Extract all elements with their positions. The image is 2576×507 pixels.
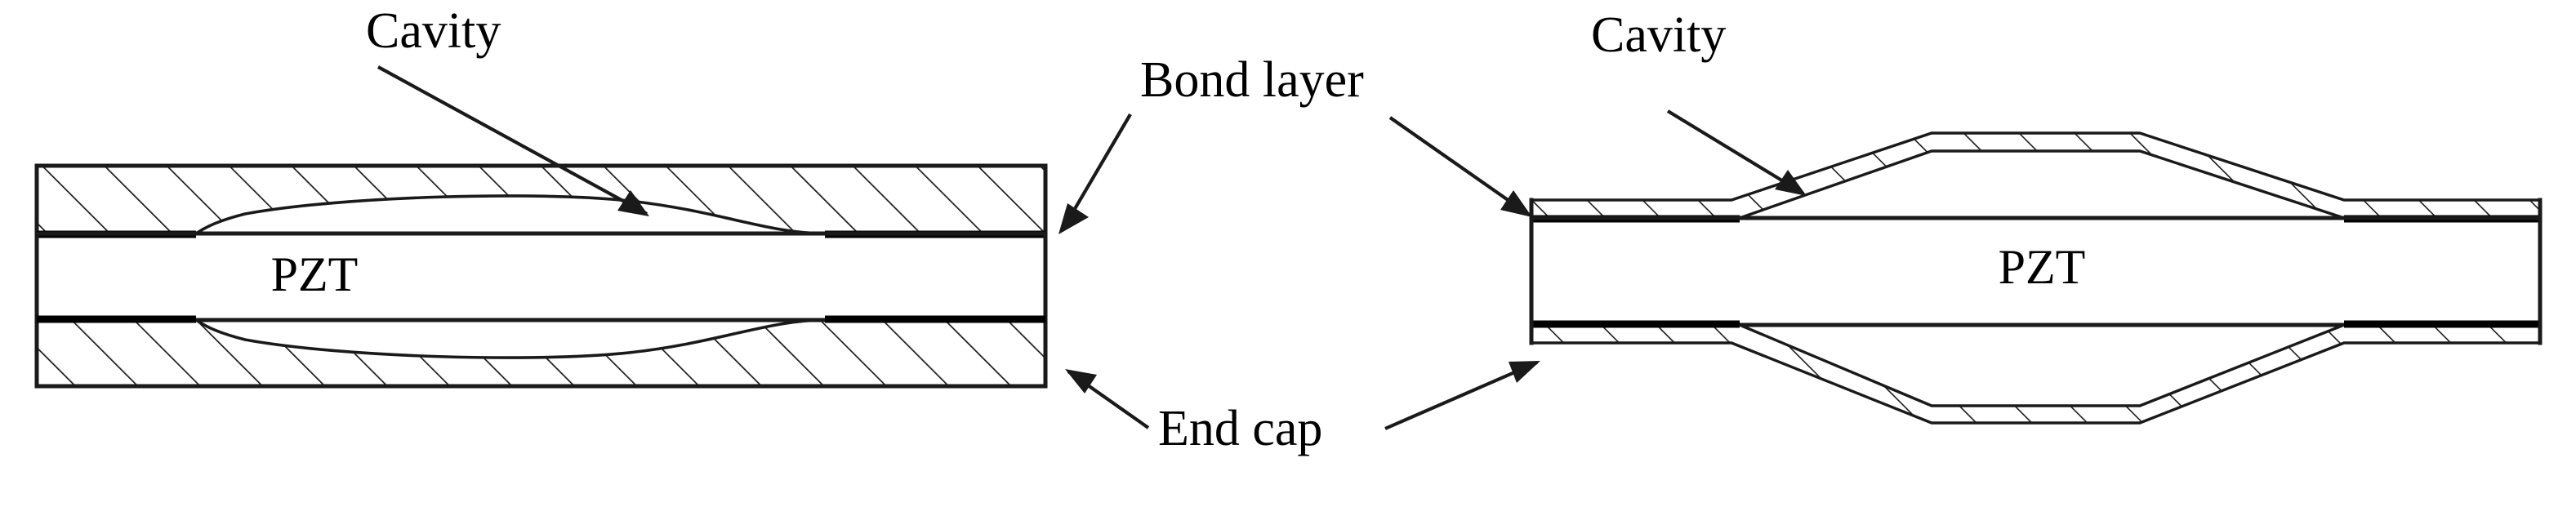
right-pzt-label: PZT [1999, 240, 2086, 294]
left-device: PZT [34, 163, 1048, 389]
left-bottom-end-cap [34, 315, 1048, 389]
end-cap-arrowhead-left [1065, 369, 1097, 394]
right-bottom-end-cap [1530, 320, 2542, 425]
cavity-right-leader-line [1666, 109, 1805, 195]
left-pzt-label: PZT [271, 247, 359, 301]
right-device: PZT [1529, 131, 2543, 425]
end-cap-leader-right [1384, 361, 1538, 430]
bond-layer-leader-right [1388, 116, 1531, 216]
cavity-right-arrowhead [1775, 170, 1807, 196]
left-pzt-rect [34, 231, 1048, 322]
end-cap-label: End cap [1158, 401, 1322, 456]
left-top-cavity-curve [194, 194, 827, 235]
bond-layer-arrowhead-left [1058, 203, 1089, 234]
annotation-end-cap: End cap [1065, 361, 1540, 456]
right-pzt-body: PZT [1529, 216, 2543, 327]
cavity-right-label: Cavity [1591, 7, 1726, 63]
right-bottom-end-cap-lower-edge [1530, 341, 2542, 425]
cavity-left-arrowhead [617, 190, 649, 216]
right-top-end-cap-hatch [1531, 133, 2540, 218]
left-bottom-end-cap-hatch [37, 320, 1045, 386]
bond-layer-label: Bond layer [1140, 52, 1364, 108]
end-cap-arrowhead-right [1509, 361, 1540, 383]
left-bottom-end-cap-outline [34, 318, 1048, 389]
right-top-end-cap [1530, 131, 2542, 223]
left-bottom-cavity-curve [194, 318, 827, 359]
left-top-end-cap [34, 163, 1048, 238]
left-top-end-cap-hatch [37, 166, 1045, 233]
bond-layer-arrowhead-right [1500, 190, 1532, 217]
annotation-bond-layer: Bond layer [1058, 52, 1532, 234]
annotation-cavity-left: Cavity [366, 3, 649, 216]
cavity-left-label: Cavity [366, 3, 501, 59]
left-pzt-body: PZT [34, 231, 1048, 322]
annotation-cavity-right: Cavity [1591, 7, 1807, 196]
right-bottom-end-cap-hatch [1531, 325, 2540, 423]
right-top-end-cap-upper-edge [1530, 131, 2542, 202]
cavity-left-leader-line [377, 65, 648, 216]
